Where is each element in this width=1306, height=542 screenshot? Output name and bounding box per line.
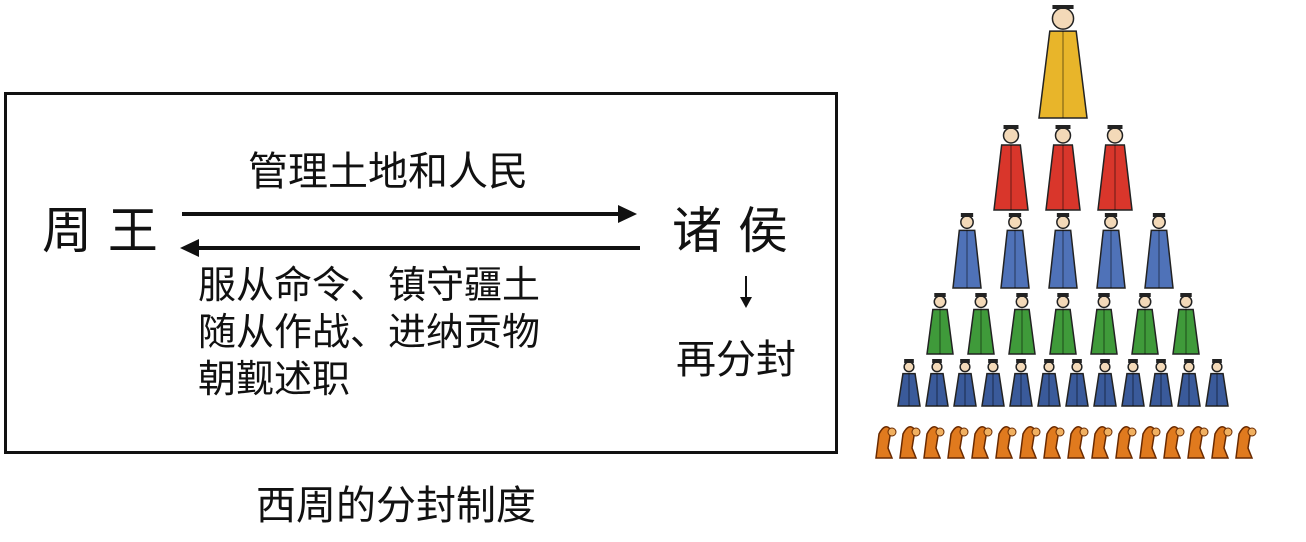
lord-figure	[1097, 125, 1133, 211]
scholar-figure	[1008, 293, 1036, 355]
lord-figure	[993, 125, 1029, 211]
scholar-figure	[967, 293, 995, 355]
king-figure	[1038, 5, 1088, 119]
slave-figure	[947, 426, 969, 459]
diagram-caption: 西周的分封制度	[256, 483, 536, 529]
re-enfeoffment-label: 再分封	[676, 337, 796, 383]
duties-line-3: 朝觐述职	[198, 357, 351, 401]
diagram-frame	[4, 92, 838, 454]
commoner-figure	[1009, 359, 1033, 407]
commoner-figure	[1065, 359, 1089, 407]
slave-figure	[1163, 426, 1185, 459]
commoner-figure	[1149, 359, 1173, 407]
minister-figure	[1096, 213, 1126, 289]
slave-figure	[1235, 426, 1257, 459]
slave-figure	[923, 426, 945, 459]
duties-line-2: 随从作战、进纳贡物	[198, 310, 541, 354]
duties-text: 服从命令、镇守疆土 随从作战、进纳贡物 朝觐述职	[198, 262, 540, 403]
scholar-figure	[1090, 293, 1118, 355]
slave-figure	[1043, 426, 1065, 459]
zhou-king-label: 周 王	[42, 202, 158, 260]
commoner-figure	[1121, 359, 1145, 407]
hierarchy-pyramid	[875, 5, 1257, 459]
commoner-figure	[897, 359, 921, 407]
commoner-figure	[1093, 359, 1117, 407]
commoner-figure	[981, 359, 1005, 407]
commoner-figure	[1037, 359, 1061, 407]
minister-figure	[1048, 213, 1078, 289]
commoner-figure	[1205, 359, 1229, 407]
lord-figure	[1045, 125, 1081, 211]
duties-line-1: 服从命令、镇守疆土	[198, 263, 541, 307]
down-arrow	[740, 276, 752, 308]
slave-figure	[1067, 426, 1089, 459]
slave-figure	[899, 426, 921, 459]
top-arrow-label: 管理土地和人民	[248, 149, 528, 195]
commoner-figure	[953, 359, 977, 407]
commoner-figure	[1177, 359, 1201, 407]
feudal-lords-label: 诸 侯	[672, 202, 788, 260]
scholar-figure	[1049, 293, 1077, 355]
scholar-figure	[1172, 293, 1200, 355]
commoner-figure	[925, 359, 949, 407]
slave-figure	[1019, 426, 1041, 459]
right-arrow	[182, 205, 637, 223]
slave-figure	[1139, 426, 1161, 459]
slave-figure	[1187, 426, 1209, 459]
left-arrow	[180, 239, 640, 257]
slave-figure	[995, 426, 1017, 459]
scholar-figure	[926, 293, 954, 355]
slave-figure	[971, 426, 993, 459]
minister-figure	[1000, 213, 1030, 289]
minister-figure	[1144, 213, 1174, 289]
scholar-figure	[1131, 293, 1159, 355]
slave-figure	[875, 426, 897, 459]
arrows-layer	[180, 205, 752, 308]
slave-figure	[1211, 426, 1233, 459]
minister-figure	[952, 213, 982, 289]
slave-figure	[1115, 426, 1137, 459]
slave-figure	[1091, 426, 1113, 459]
